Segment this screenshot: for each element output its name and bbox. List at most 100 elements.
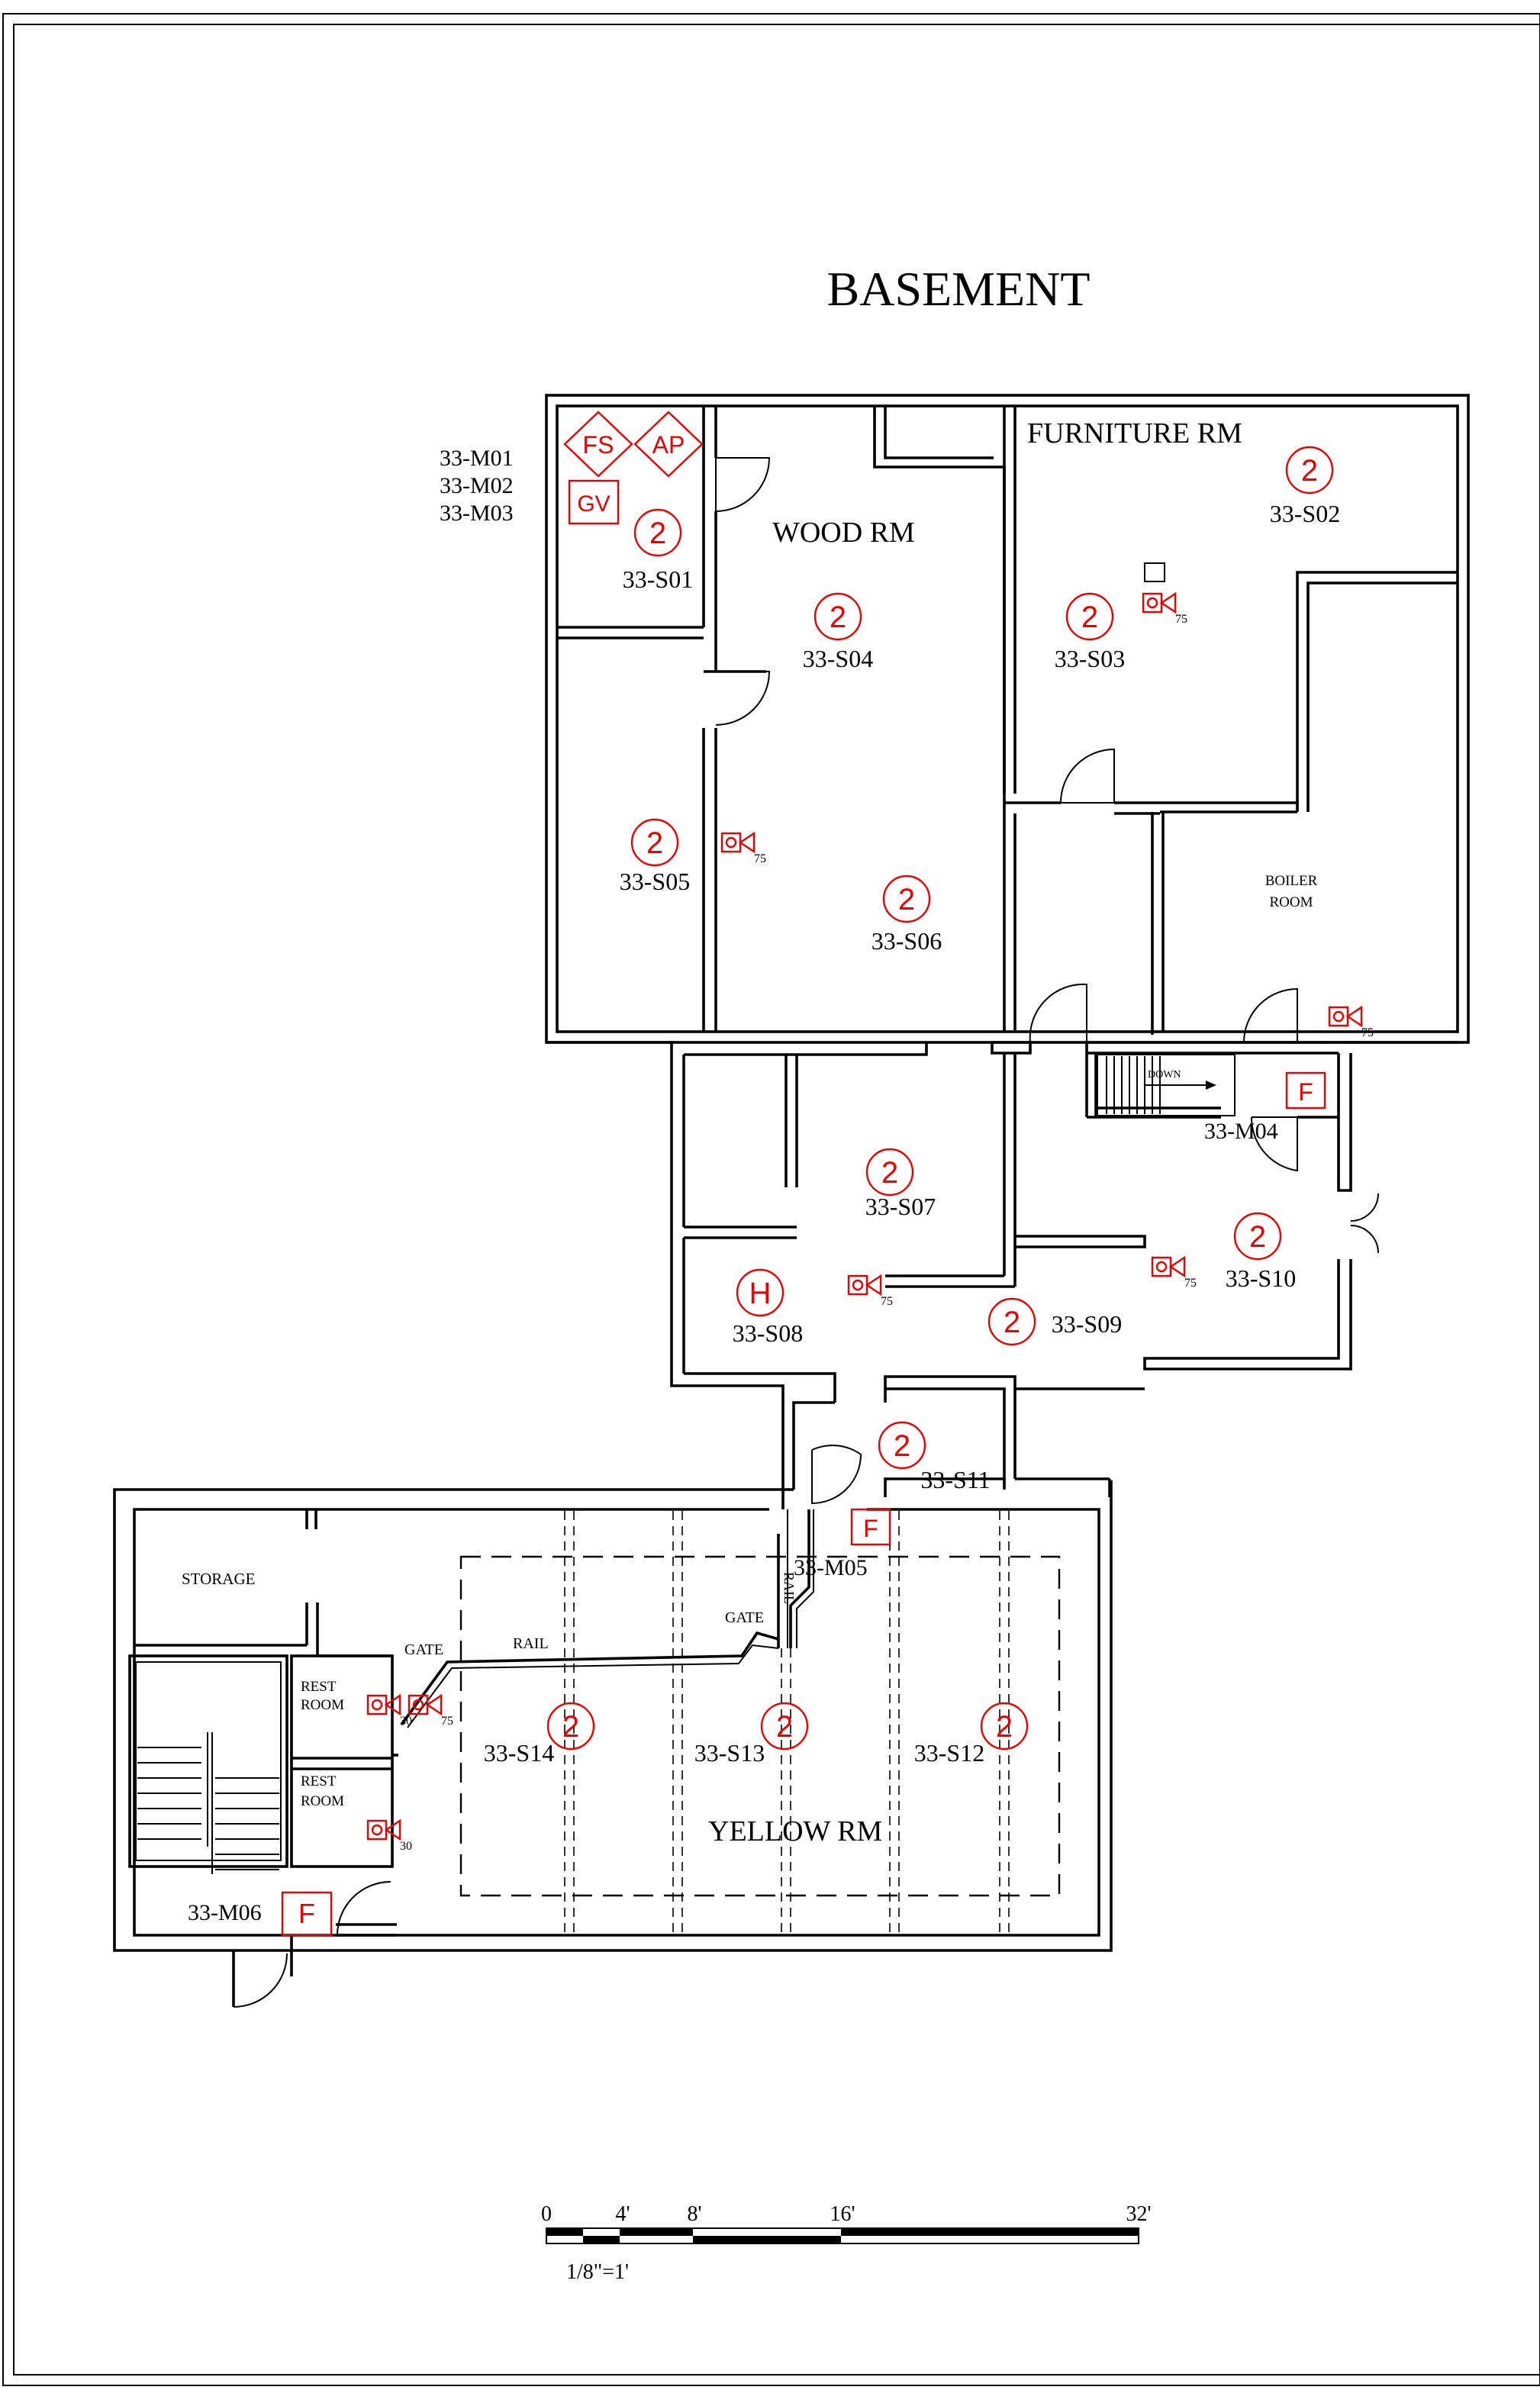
svg-text:2: 2 [1004,1306,1020,1339]
svg-text:33-M06: 33-M06 [188,1900,262,1925]
fs-diamond-icon [563,411,633,478]
stairs-down: DOWN [1097,1054,1236,1116]
svg-text:F: F [298,1898,315,1929]
fire-panel-symbols: FS AP GV [563,411,704,525]
svg-text:2: 2 [881,1156,898,1190]
svg-text:H: H [749,1277,772,1310]
sensor-33-s14: 2 33-S14 [484,1702,595,1767]
svg-text:8': 8' [687,2202,701,2226]
gate-label-2: GATE [725,1609,764,1626]
rail-label-2: RAIL [781,1572,797,1604]
svg-text:33-S06: 33-S06 [871,927,942,955]
svg-text:33-S13: 33-S13 [694,1739,765,1767]
svg-text:33-M01: 33-M01 [440,446,514,471]
sensor-circle-icon [878,1421,926,1470]
sensor-33-s11: 233-S11 [878,1421,991,1493]
room-labels: FURNITURE RM WOOD RM BOILER ROOM STORAGE… [182,417,1318,1847]
room-label-boiler-1: BOILER [1265,873,1318,889]
sensor-circle-icon [980,1702,1029,1751]
yellow-room-outline [459,1511,1061,1935]
lower-walls [113,1480,1113,2007]
scale-note: 1/8"=1' [566,2260,629,2284]
sensor-circle-icon [760,1702,809,1751]
svg-text:F: F [863,1515,878,1542]
sensor-circle-icon [1285,446,1334,494]
svg-text:30: 30 [400,1715,412,1728]
inner-border [13,24,1540,2376]
valve-icon: 75 [1142,591,1187,626]
valve-icon: 30 [366,1818,412,1853]
room-label-rest1-2: ROOM [301,1697,344,1713]
sensor-circle-icon [630,818,679,867]
rail-label-1: RAIL [513,1635,549,1652]
svg-text:30: 30 [400,1840,412,1853]
room-label-rest2-2: ROOM [301,1793,344,1809]
middle-walls [546,1041,1458,1497]
svg-text:33-M04: 33-M04 [1204,1119,1278,1144]
svg-text:2: 2 [1301,454,1318,488]
sensor-33-s03: 233-S03 [1055,592,1125,672]
room-label-rest1-1: REST [301,1679,337,1695]
valve-icon: 75 [720,831,766,865]
sensors: 233-S01233-S02233-S03233-S04233-S05233-S… [484,446,1340,1767]
svg-text:2: 2 [776,1710,793,1744]
sensor-circle-icon [813,592,862,641]
svg-text:0: 0 [541,2202,552,2226]
sensor-circle-icon [633,508,682,557]
svg-text:2: 2 [646,826,663,860]
f-box-icon [281,1891,333,1937]
sensor-33-s04: 233-S04 [803,592,873,672]
sensor-33-s02: 233-S02 [1270,446,1340,527]
svg-text:33-M03: 33-M03 [440,501,514,526]
svg-text:AP: AP [652,431,685,459]
sensor-circle-icon [546,1702,595,1751]
svg-text:2: 2 [649,517,666,550]
svg-text:75: 75 [441,1715,453,1728]
svg-text:75: 75 [1184,1277,1197,1290]
sensor-circle-icon [987,1297,1036,1346]
ap-diamond-icon [633,411,704,478]
svg-text:2: 2 [562,1710,579,1744]
svg-text:GV: GV [577,491,610,517]
svg-text:75: 75 [754,852,766,865]
sensor-circle-icon [736,1268,784,1317]
svg-text:33-S12: 33-S12 [914,1739,984,1767]
svg-text:2: 2 [898,883,915,916]
svg-text:33-S14: 33-S14 [484,1739,554,1767]
outer-border [2,13,1540,2386]
f-boxes: F F F [281,1071,1326,1937]
sensor-circle-icon [882,875,931,923]
sensor-circle-icon [1233,1212,1282,1261]
svg-text:33-S10: 33-S10 [1226,1264,1296,1292]
svg-text:2: 2 [830,601,846,634]
svg-text:2: 2 [1081,601,1098,634]
svg-text:2: 2 [1249,1220,1266,1254]
svg-text:33-S08: 33-S08 [733,1319,803,1347]
sensor-33-s12: 233-S12 [914,1702,1029,1767]
room-label-furniture: FURNITURE RM [1027,417,1242,449]
svg-text:DOWN: DOWN [1148,1069,1181,1081]
svg-text:33-S05: 33-S05 [620,868,690,895]
svg-text:33-M02: 33-M02 [440,473,514,498]
svg-text:32': 32' [1126,2202,1151,2226]
room-label-rest2-1: REST [301,1773,337,1789]
svg-text:F: F [1298,1078,1313,1106]
room-label-yellow: YELLOW RM [708,1815,882,1847]
sensor-circle-icon [865,1148,914,1197]
sensor-circle-icon [1065,592,1114,641]
room-label-wood: WOOD RM [772,517,915,549]
room-label-boiler-2: ROOM [1269,894,1313,910]
sensor-33-s07: 233-S07 [865,1148,936,1220]
upper-walls [545,394,1470,1044]
valve-icon: 30 [366,1693,412,1728]
svg-text:FS: FS [583,431,614,459]
plan-title: BASEMENT [827,262,1091,316]
svg-text:33-M05: 33-M05 [794,1555,868,1580]
svg-text:4': 4' [615,2202,630,2226]
svg-text:33-S09: 33-S09 [1052,1310,1122,1338]
svg-text:75: 75 [1175,613,1187,626]
svg-text:33-S11: 33-S11 [920,1466,990,1493]
equipment-labels: 33-M01 33-M02 33-M03 33-M04 33-M05 33-M0… [188,446,1278,1925]
